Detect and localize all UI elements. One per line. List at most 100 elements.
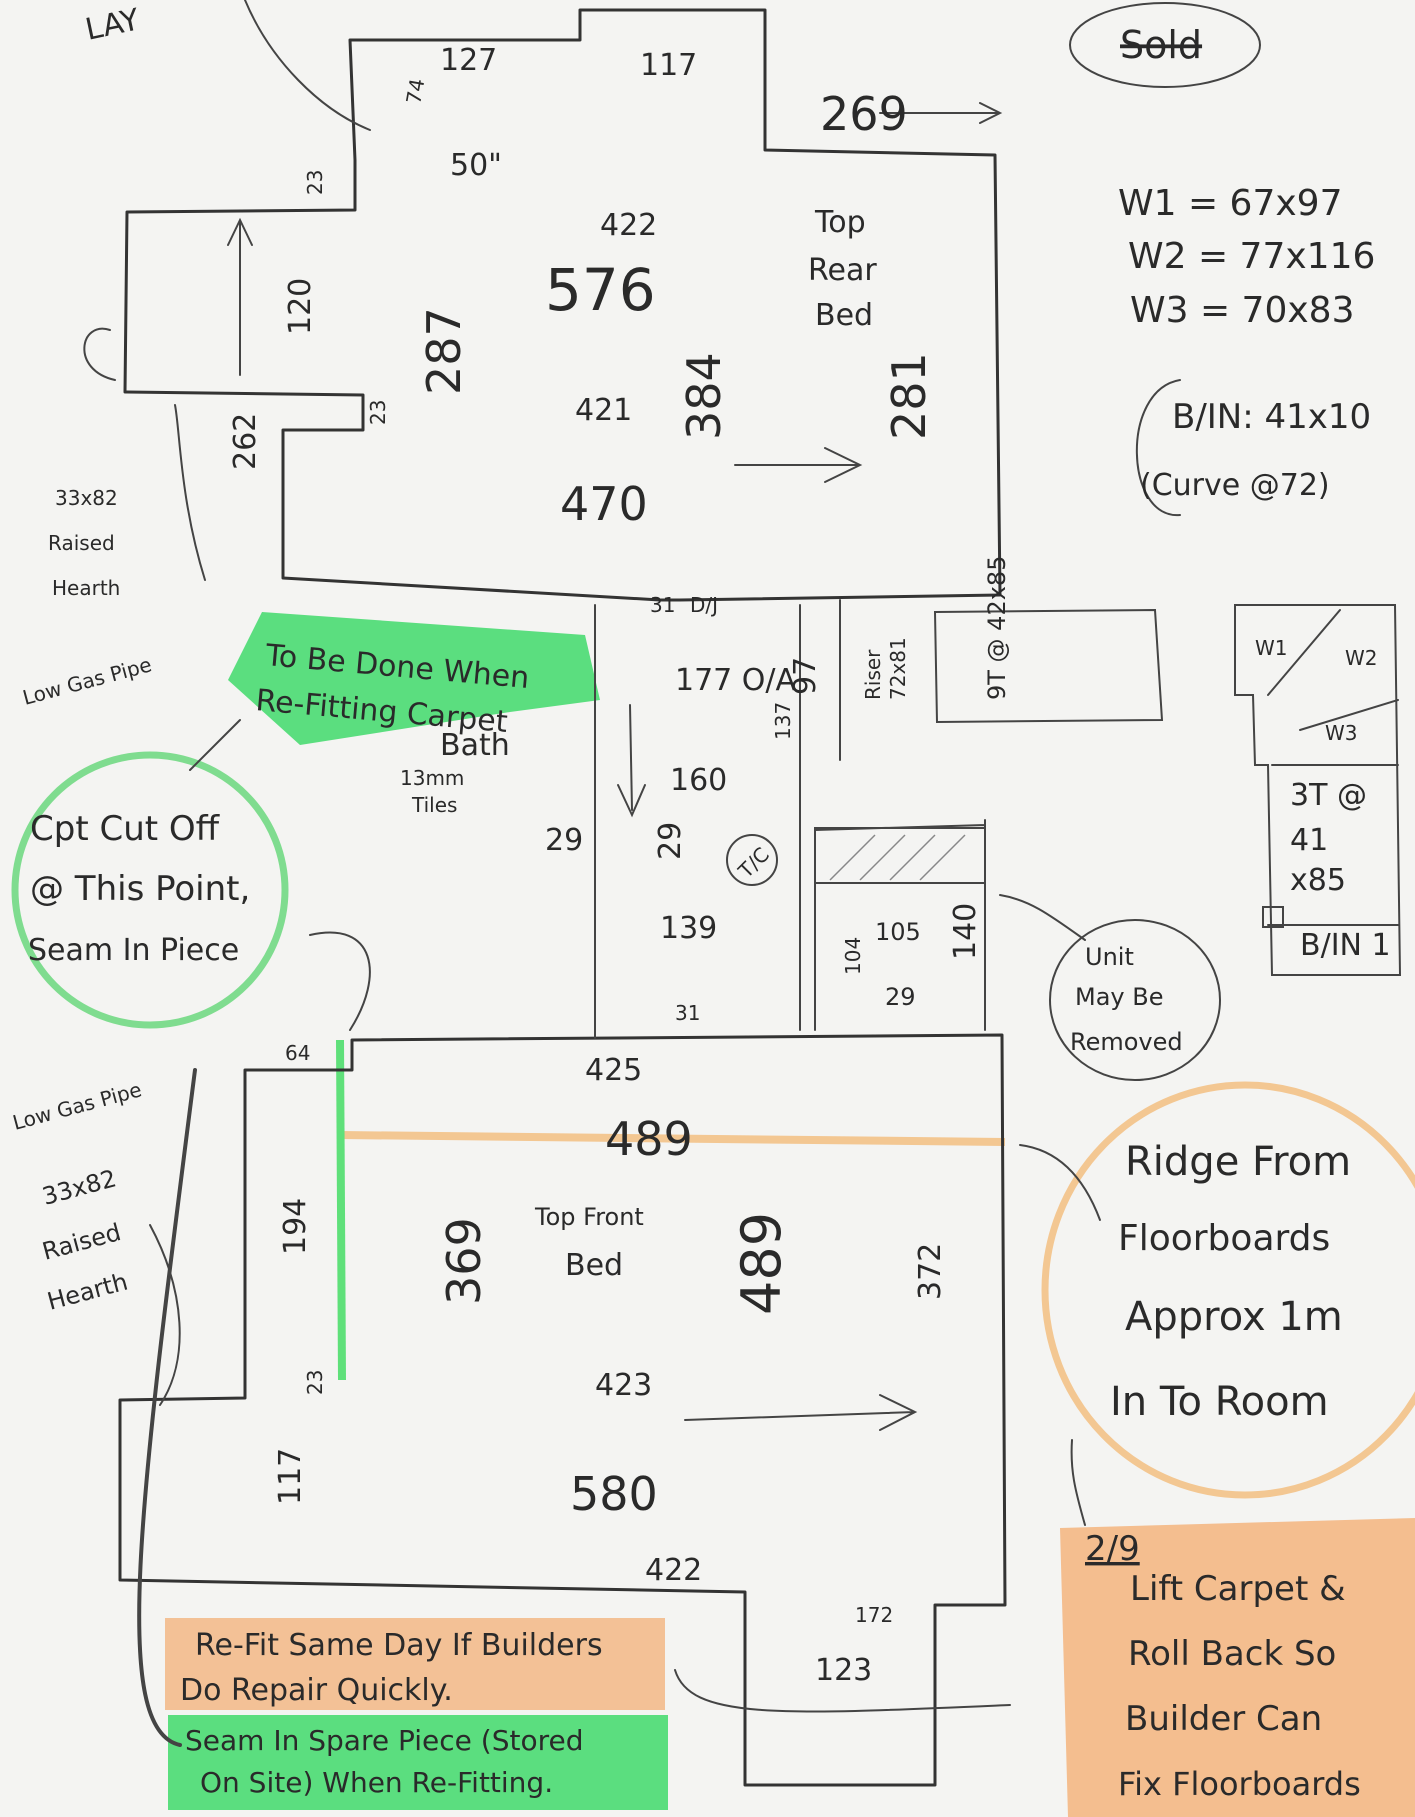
- ridge-note-line2: Floorboards: [1118, 1218, 1330, 1259]
- sold-oval: [1069, 2, 1261, 88]
- dim-470: 470: [560, 477, 648, 531]
- unit-note-circle: [1049, 919, 1221, 1081]
- arrow-to-unit: [999, 894, 1086, 941]
- arrow-heater-top: [174, 404, 206, 581]
- bin-note-bracket: [1135, 379, 1181, 517]
- ridge-note-line4: In To Room: [1110, 1379, 1329, 1425]
- dim-50: 50": [450, 148, 502, 183]
- ridge-orange-line: [339, 1131, 1006, 1146]
- stair-w3: W3: [1325, 721, 1358, 745]
- dim-29-cupboard: 29: [885, 983, 916, 1011]
- highlights: [11, 612, 1415, 1817]
- dim-369: 369: [437, 1217, 491, 1305]
- green-note-bottom-line1: Seam In Spare Piece (Stored: [185, 1724, 583, 1757]
- window-w3: W3 = 70x83: [1130, 290, 1354, 331]
- top-room-dimensions: 127 117 269 74 50" 23 422 576 120 287 42…: [228, 43, 936, 531]
- direction-arrow-bottom: [684, 1394, 918, 1431]
- arrows: [83, 0, 1101, 1747]
- bath-label: Bath: [440, 728, 510, 763]
- top-room-label-3: Bed: [815, 298, 873, 333]
- orange-note-line1: Re-Fit Same Day If Builders: [195, 1628, 603, 1663]
- heater-top-line2: Raised: [48, 531, 115, 555]
- dim-262: 262: [228, 413, 263, 470]
- riser-size: 72x81: [886, 637, 910, 700]
- dim-31-b: 31: [675, 1001, 700, 1025]
- green-highlight-bottom: [168, 1715, 668, 1810]
- front-room-dimensions: 64 489 194 369 489 372 23 423 117 580 42…: [273, 1041, 948, 1688]
- window-w1: W1 = 67x97: [1118, 183, 1342, 224]
- dim-281: 281: [882, 352, 936, 440]
- stair-w2: W2: [1345, 646, 1378, 670]
- dim-160: 160: [670, 763, 727, 798]
- sold-label: Sold: [1120, 23, 1202, 67]
- stair-sketch: [1234, 604, 1402, 976]
- arrow-cut-to-seam: [309, 931, 371, 1031]
- dim-177: 177 O/A: [675, 663, 797, 698]
- front-room-label-1: Top Front: [534, 1203, 644, 1231]
- stair-steps-1: 3T @: [1290, 778, 1367, 813]
- dim-372: 372: [913, 1243, 948, 1300]
- lift-note-line4: Fix Floorboards: [1118, 1765, 1361, 1803]
- landing-dimensions: 31 D/J 177 O/A 97 137 160 29 29 139 31 4…: [545, 593, 823, 1088]
- cupboard-hatch: [829, 834, 966, 881]
- top-rear-bedroom-outline: [123, 8, 1002, 602]
- plan-outline: [118, 2, 1402, 1787]
- dim-139: 139: [660, 911, 717, 946]
- dim-120: 120: [283, 278, 318, 335]
- heater-bottom-line1: 33x82: [39, 1164, 119, 1211]
- dim-dj: D/J: [690, 593, 718, 617]
- lift-note-line1: Lift Carpet &: [1130, 1569, 1346, 1609]
- green-highlight-top: [228, 612, 600, 745]
- arrow-green-to-cut: [189, 719, 241, 771]
- cupboard-top: [814, 827, 986, 884]
- arrow-seam-loop: [137, 1068, 197, 1747]
- dim-287: 287: [417, 307, 471, 395]
- bin-note-line2: (Curve @72): [1140, 468, 1330, 503]
- dim-23-b: 23: [366, 400, 390, 425]
- dim-31-a: 31: [650, 593, 675, 617]
- dim-29-a: 29: [545, 823, 583, 858]
- unit-note-line3: Removed: [1070, 1028, 1183, 1056]
- dim-422-bottom: 422: [645, 1553, 702, 1588]
- riser-label: Riser: [861, 649, 885, 700]
- stair-steps-3: x85: [1290, 863, 1346, 898]
- heater-top-line3: Hearth: [52, 576, 120, 600]
- window-w2: W2 = 77x116: [1128, 236, 1375, 277]
- bin-note-line1: B/IN: 41x10: [1172, 397, 1371, 437]
- dim-74: 74: [401, 77, 429, 106]
- bin-marker: [1262, 906, 1284, 928]
- bath-sub-1: 13mm: [400, 766, 464, 790]
- lift-note-date: 2/9: [1085, 1529, 1140, 1569]
- unit-note-line2: May Be: [1075, 983, 1163, 1011]
- dim-arrow-120: [227, 217, 253, 376]
- low-gas-pipe-top: Low Gas Pipe: [20, 652, 154, 709]
- dim-576: 576: [545, 256, 656, 324]
- window-sizes: W1 = 67x97 W2 = 77x116 W3 = 70x83: [1118, 183, 1375, 331]
- arrow-ridge: [1019, 1144, 1101, 1221]
- dim-104: 104: [841, 937, 865, 975]
- tc-label: T/C: [733, 842, 774, 883]
- dim-23-c: 23: [303, 1370, 327, 1395]
- arrow-down-landing: [617, 704, 646, 818]
- dim-23-a: 23: [303, 170, 327, 195]
- dim-421: 421: [575, 393, 632, 428]
- dim-127: 127: [440, 43, 497, 78]
- lift-note-line2: Roll Back So: [1128, 1634, 1336, 1674]
- top-front-bedroom-outline: [118, 1033, 1007, 1787]
- arrow-lift-up: [1070, 1439, 1086, 1526]
- orange-note-line2: Do Repair Quickly.: [180, 1673, 453, 1708]
- dim-425: 425: [585, 1053, 642, 1088]
- top-room-label-1: Top: [814, 205, 866, 240]
- dim-269: 269: [820, 87, 908, 141]
- lift-note-line3: Builder Can: [1125, 1699, 1322, 1739]
- dim-384: 384: [677, 352, 731, 440]
- cut-note-line3: Seam In Piece: [28, 933, 239, 968]
- bath-sub-2: Tiles: [411, 793, 457, 817]
- ridge-note-line3: Approx 1m: [1125, 1294, 1343, 1340]
- dim-422-top: 422: [600, 208, 657, 243]
- dim-105: 105: [875, 918, 921, 946]
- arrow-refit: [674, 1669, 1011, 1713]
- step-block-label: 9T @ 42x85: [983, 556, 1011, 700]
- cut-note-line1: Cpt Cut Off: [30, 809, 221, 849]
